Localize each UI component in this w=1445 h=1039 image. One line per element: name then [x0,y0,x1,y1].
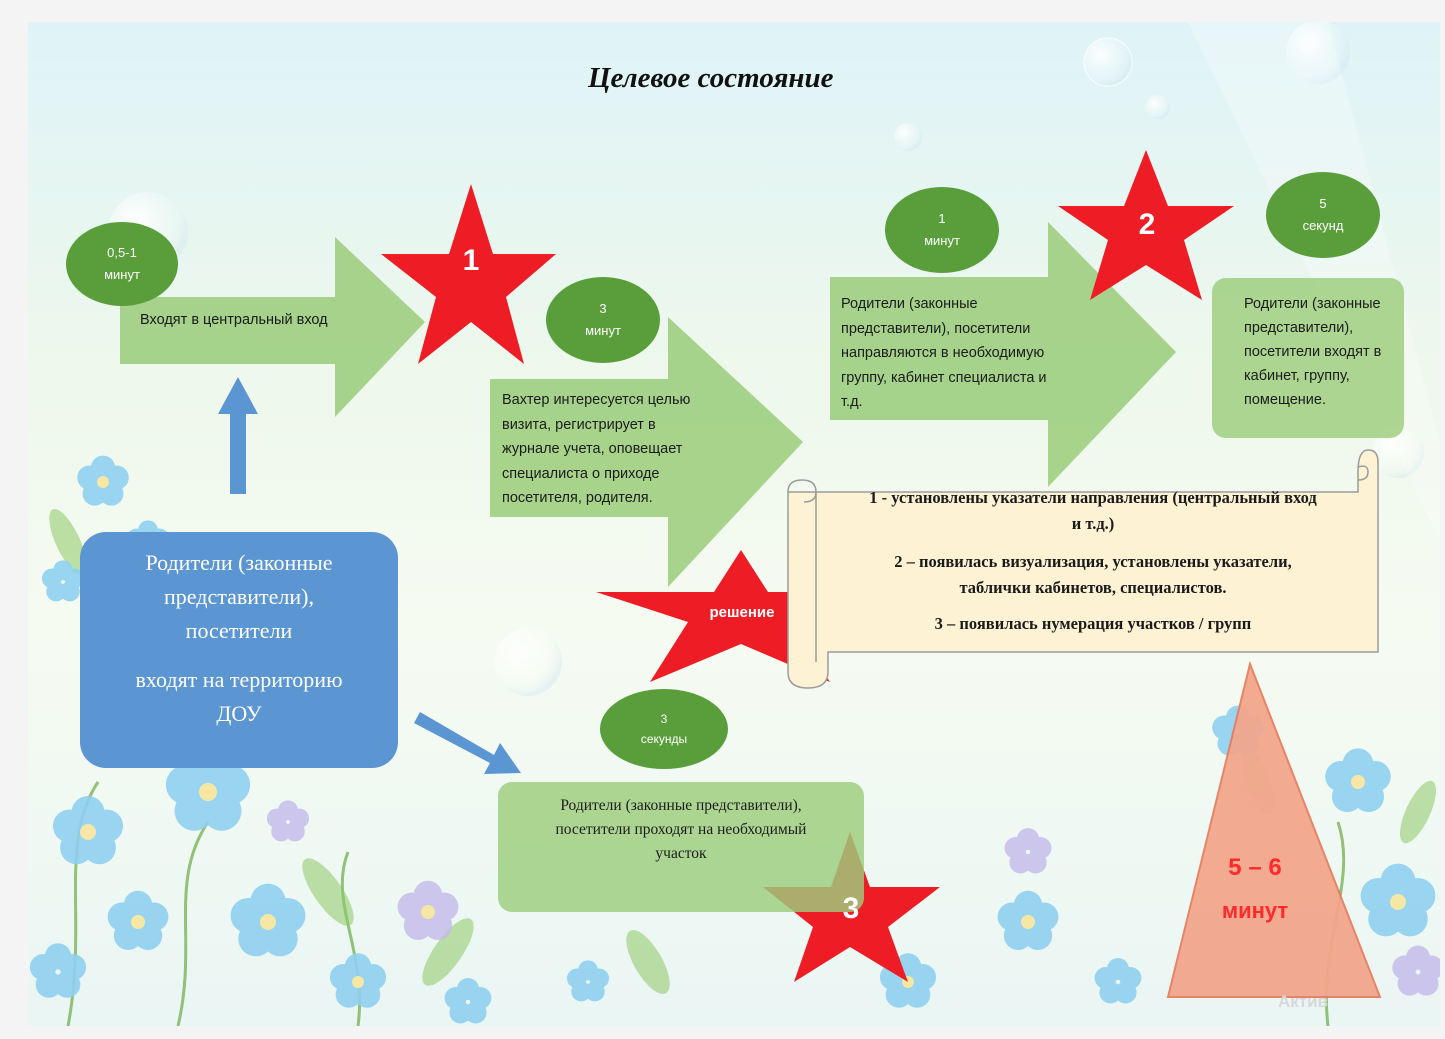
text-line: представители), посетители [841,320,1031,337]
total-time-value: 5 – 6 [1228,854,1282,881]
star-solution-label: решение [709,604,775,621]
start-line1: Родители (законные [145,550,333,575]
time-oval-watchman: 3 минут [546,277,660,363]
text-line: Родители (законные [841,296,978,312]
text-line: Родители (законные представители), [560,797,802,814]
text-line: посетителя, родителя. [502,490,653,506]
time-value: 3 [660,712,668,726]
slide: Целевое состояние Родители (законные пре… [28,22,1440,1026]
text-line: участок [655,845,707,862]
time-value: 0,5-1 [107,245,137,260]
time-unit: секунды [640,732,688,746]
arrow-directed [830,222,1176,487]
start-line2: представители), [164,584,314,609]
start-line5: ДОУ [216,701,262,726]
time-value: 1 [938,211,946,226]
time-unit: минут [104,267,140,282]
arrow-watchman [490,317,803,587]
text-line: т.д. [841,394,863,410]
time-oval-site: 3 секунды [600,689,728,769]
text-line: направляются в необходимую [841,345,1045,361]
time-oval-enter-room: 5 секунд [1266,172,1380,258]
text-line: журнале учета, оповещает [502,441,683,457]
arrow-entrance [120,237,425,417]
start-line4: входят на территорию [135,667,343,692]
time-oval-directed: 1 минут [885,187,999,273]
site-box: Родители (законные представители), посет… [498,782,864,912]
text-line: группу, кабинет специалиста и [841,369,1047,386]
text-line: представители), [1244,320,1354,336]
arrow-up-blue [218,377,258,494]
scroll-line-1a: 1 - установлены указатели направления (ц… [869,488,1317,507]
time-value: 3 [599,301,607,316]
total-time-unit: минут [1221,898,1289,923]
scroll-line-2a: 2 – появилась визуализация, установлены … [894,552,1292,571]
time-unit: секунд [1302,218,1344,233]
scroll-line-1b: и т.д.) [1071,514,1115,533]
flow-arrows [120,150,1382,998]
text-line: Вахтер интересуется целью [502,392,691,408]
scroll-line-3: 3 – появилась нумерация участков / групп [934,614,1252,633]
watchman-text: Вахтер интересуется целью визита, регист… [502,388,690,511]
directed-text: Родители (законные представители), посет… [841,292,1047,415]
text-line: Родители (законные [1244,296,1381,312]
text-line: специалиста о приходе [502,465,660,482]
start-box [80,532,398,768]
text-line: посетители входят в [1244,344,1382,360]
total-time-triangle [1166,660,1382,998]
text-line: посетители проходят на необходимый [555,821,807,838]
time-value: 5 [1319,196,1327,211]
star-1 [381,184,556,364]
scroll-line-2b: таблички кабинетов, специалистов. [959,578,1227,597]
time-oval-entrance: 0,5-1 минут [66,222,178,306]
activation-watermark: Актив [1278,992,1329,1011]
time-unit: минут [924,233,960,248]
entrance-text: Входят в центральный вход [140,312,328,328]
text-line: кабинет, группу, [1244,368,1350,384]
scroll-shape [787,449,1379,689]
text-line: визита, регистрирует в [502,416,656,433]
star-2 [1058,150,1234,300]
star-3-label: 3 [842,892,860,925]
start-line3: посетители [185,618,293,643]
enter-room-box: Родители (законные представители), посет… [1212,278,1404,438]
time-unit: минут [585,323,621,338]
text-line: помещение. [1244,392,1326,408]
page-title: Целевое состояние [588,62,834,94]
star-2-label: 2 [1138,208,1156,241]
arrow-diag-blue [414,712,521,774]
star-1-label: 1 [462,244,480,277]
